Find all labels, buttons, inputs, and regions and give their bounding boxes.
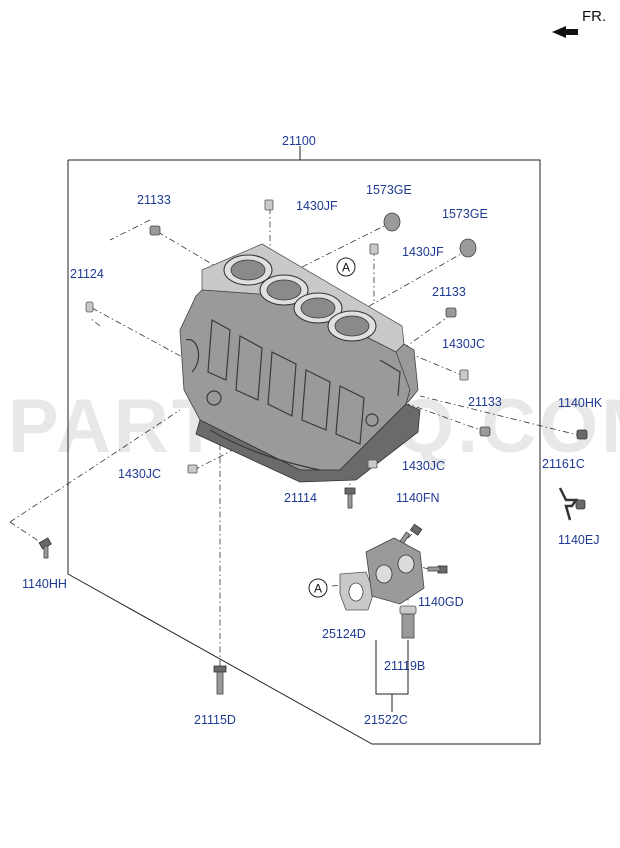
label-cap-right-top[interactable]: 1573GE bbox=[442, 207, 488, 221]
cap-right-top bbox=[459, 238, 477, 258]
bolt-bottom bbox=[344, 487, 356, 509]
label-bolt-left[interactable]: 1140HH bbox=[22, 577, 67, 591]
cap-right-low bbox=[479, 426, 491, 437]
label-cap-right-mid[interactable]: 21133 bbox=[432, 285, 466, 299]
part-labels: 21100 21133 1430JF 1573GE 1430JF 1573GE … bbox=[22, 134, 603, 727]
housing-body bbox=[365, 537, 425, 605]
label-bracket-right[interactable]: 21161C bbox=[542, 457, 585, 471]
label-assembly[interactable]: 21522C bbox=[364, 713, 408, 727]
label-plug-top-a[interactable]: 1430JF bbox=[296, 199, 338, 213]
dowel-left bbox=[85, 301, 94, 313]
small-parts bbox=[38, 199, 588, 695]
label-cap-top[interactable]: 1573GE bbox=[366, 183, 412, 197]
bolt-far-right bbox=[576, 429, 588, 440]
front-label: FR. bbox=[582, 8, 606, 25]
block-side-face bbox=[395, 343, 419, 406]
label-plug-left[interactable]: 1430JC bbox=[118, 467, 161, 481]
svg-text:A: A bbox=[342, 261, 350, 275]
cap-left bbox=[149, 225, 161, 236]
label-plug-right[interactable]: 1430JC bbox=[442, 337, 485, 351]
bracket-right bbox=[558, 487, 586, 521]
plug-top-b bbox=[369, 243, 379, 255]
label-plug-bottom[interactable]: 1430JC bbox=[402, 459, 445, 473]
front-arrow-icon bbox=[552, 26, 578, 38]
plug-top-a bbox=[264, 199, 274, 211]
label-jet[interactable]: 21119B bbox=[384, 659, 425, 673]
jet-part bbox=[399, 605, 417, 639]
label-main-block[interactable]: 21100 bbox=[282, 134, 316, 148]
cap-right-mid bbox=[445, 307, 457, 318]
long-bolt bbox=[213, 665, 227, 695]
label-bolt-bottom[interactable]: 21114 bbox=[284, 491, 317, 505]
bolt-housing-b bbox=[427, 565, 448, 574]
label-dowel-left[interactable]: 21124 bbox=[70, 267, 104, 281]
label-cap-left[interactable]: 21133 bbox=[137, 193, 171, 207]
plug-right bbox=[459, 369, 469, 381]
label-bracket-bolt[interactable]: 1140EJ bbox=[558, 533, 599, 547]
callout-a-bottom: A bbox=[308, 578, 328, 598]
label-bolt-far-right[interactable]: 1140HK bbox=[558, 396, 603, 410]
label-long-bolt[interactable]: 21115D bbox=[194, 713, 236, 727]
label-plug-top-b[interactable]: 1430JF bbox=[402, 245, 444, 259]
label-bolt-housing-b[interactable]: 1140GD bbox=[418, 595, 464, 609]
oil-housing-assembly bbox=[339, 537, 425, 712]
cylinder-block bbox=[179, 243, 421, 483]
label-cap-right-low[interactable]: 21133 bbox=[468, 395, 502, 409]
plug-bottom bbox=[367, 459, 378, 469]
bolt-left bbox=[38, 537, 52, 559]
label-bolt-housing[interactable]: 1140FN bbox=[396, 491, 440, 505]
callout-a-top: A bbox=[336, 257, 356, 277]
assembly-frame bbox=[67, 159, 541, 745]
label-gasket[interactable]: 25124D bbox=[322, 627, 366, 641]
svg-text:A: A bbox=[314, 582, 322, 596]
front-orientation-indicator: FR. bbox=[552, 8, 606, 38]
plug-left bbox=[187, 464, 198, 474]
cap-top bbox=[383, 212, 401, 232]
